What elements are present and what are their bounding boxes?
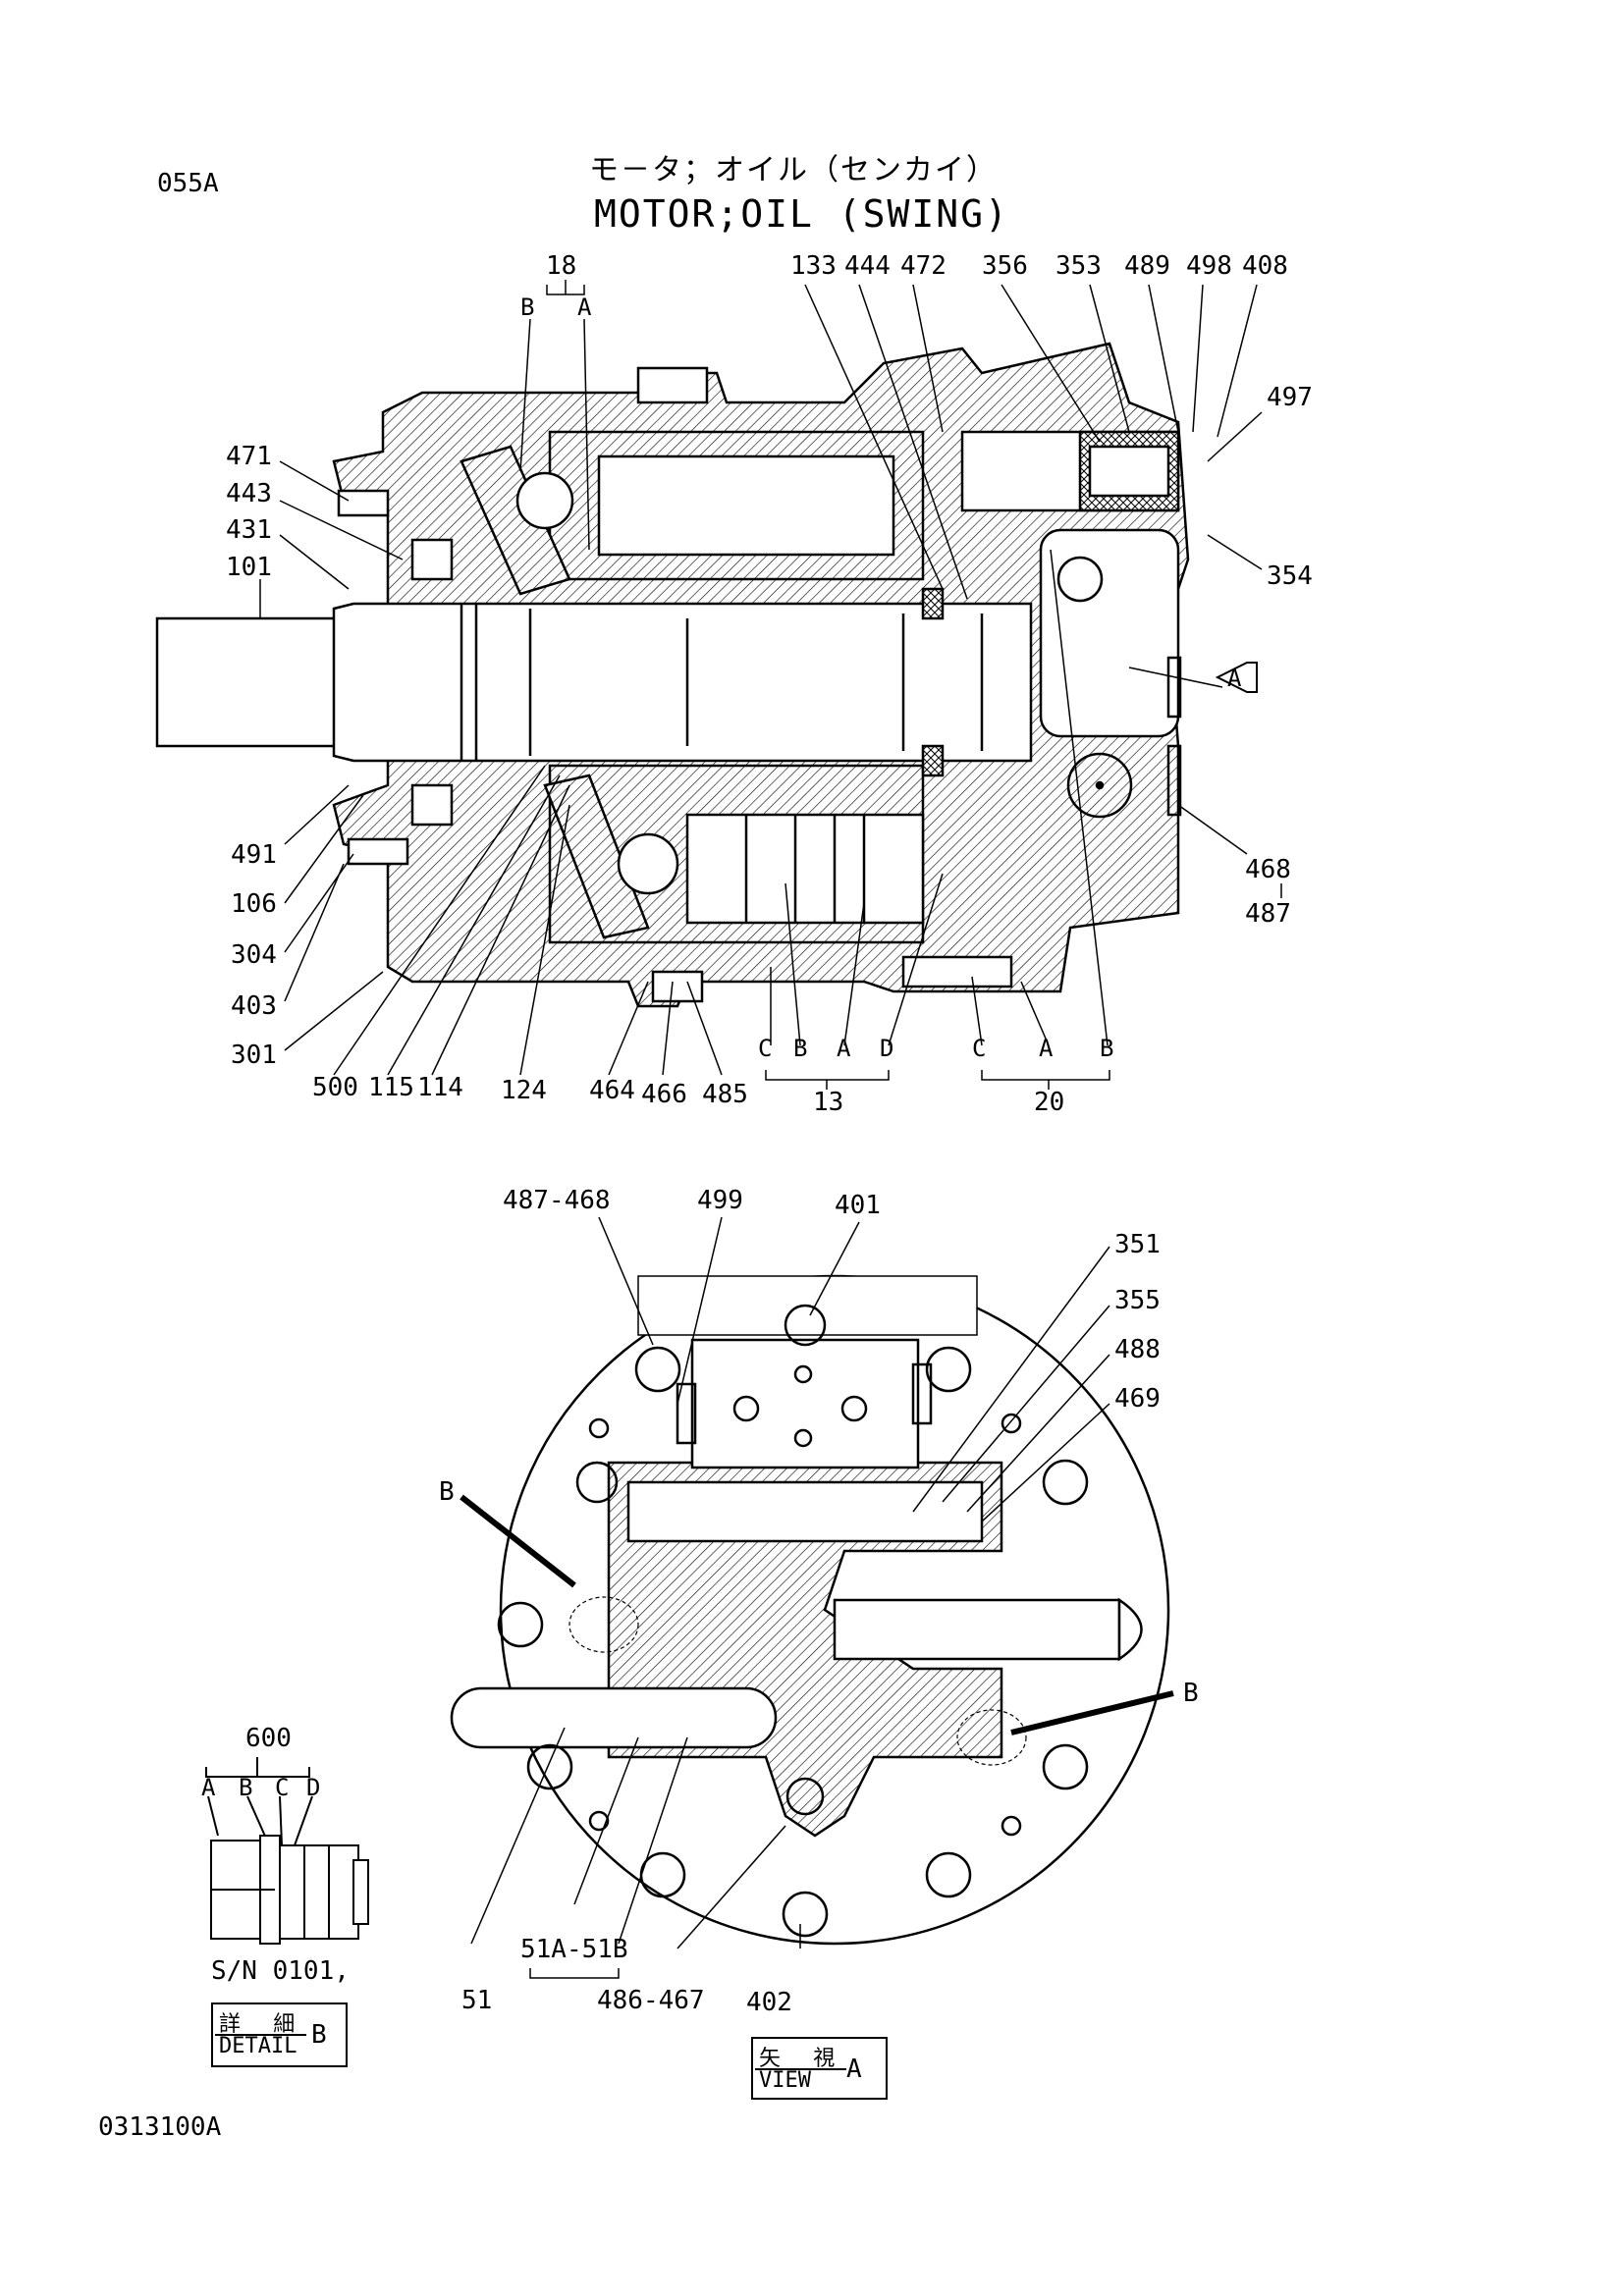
callout-468: 468	[1245, 855, 1291, 884]
detail-b-label-divider	[215, 2034, 306, 2036]
group-20-number: 20	[1034, 1088, 1065, 1117]
callout-469: 469	[1114, 1384, 1161, 1414]
view-a-label-divider	[755, 2068, 846, 2070]
view-a-label-jp: 矢 視	[759, 2047, 845, 2071]
bolt-lower-right	[901, 955, 1013, 988]
marker-b-right-arrow	[1010, 1690, 1174, 1735]
group-18-letter-a: A	[577, 294, 592, 321]
leader-lines-upper	[259, 280, 1282, 1090]
detail-letter-c: C	[275, 1774, 290, 1801]
detail-letter-d: D	[306, 1774, 321, 1801]
marker-b-left-arrow	[460, 1494, 576, 1588]
callout-600: 600	[245, 1724, 292, 1753]
callout-487-468: 487-468	[503, 1186, 611, 1215]
view-a-label-letter: A	[846, 2055, 862, 2084]
motor-section-view	[155, 342, 1190, 1008]
callout-355: 355	[1114, 1286, 1161, 1315]
callout-106: 106	[231, 889, 277, 919]
callout-464: 464	[589, 1076, 635, 1105]
detail-b-label-jp: 詳 細	[219, 2012, 305, 2037]
group-13-number: 13	[813, 1088, 844, 1117]
callout-471: 471	[226, 442, 272, 471]
callout-101: 101	[226, 553, 272, 582]
callout-301: 301	[231, 1041, 277, 1070]
output-shaft	[155, 616, 355, 748]
callout-402: 402	[746, 1988, 792, 2017]
callout-497: 497	[1267, 383, 1313, 412]
callout-354: 354	[1267, 561, 1313, 591]
serial-note: S/N 0101,	[211, 1956, 350, 1986]
top-block	[690, 1338, 920, 1469]
marker-b-left: B	[439, 1477, 455, 1507]
detail-b-drawing	[205, 1757, 369, 1945]
callout-486-467: 486-467	[597, 1986, 705, 2015]
group-13-letter-a: A	[837, 1035, 851, 1062]
detail-b-label-en: DETAIL	[219, 2034, 298, 2058]
detail-letter-a: A	[201, 1774, 216, 1801]
group-13-letter-b: B	[793, 1035, 808, 1062]
spool-lower	[450, 1686, 778, 1749]
callout-488: 488	[1114, 1335, 1161, 1364]
callout-401: 401	[835, 1191, 881, 1220]
callout-133: 133	[790, 251, 837, 281]
group-13-letter-c: C	[758, 1035, 773, 1062]
group-20-letter-c: C	[972, 1035, 987, 1062]
callout-351: 351	[1114, 1230, 1161, 1259]
view-a-label: 矢 視 VIEW A	[751, 2037, 888, 2100]
callout-498: 498	[1186, 251, 1232, 281]
swash-plate-upper	[460, 445, 571, 596]
callout-356: 356	[982, 251, 1028, 281]
mounting-bolts	[497, 1304, 1089, 1938]
detail-b-label-letter: B	[311, 2020, 327, 2050]
group-20-letter-a: A	[1039, 1035, 1054, 1062]
callout-444: 444	[844, 251, 891, 281]
callout-487: 487	[1245, 899, 1291, 929]
callout-499: 499	[697, 1186, 743, 1215]
group-20-letter-b: B	[1100, 1035, 1114, 1062]
callout-115: 115	[368, 1073, 414, 1102]
marker-b-right: B	[1183, 1679, 1199, 1708]
callout-431: 431	[226, 515, 272, 545]
callout-472: 472	[900, 251, 947, 281]
callout-466: 466	[641, 1080, 687, 1109]
group-18-letter-b: B	[520, 294, 535, 321]
spool-middle	[833, 1598, 1121, 1661]
detail-b-label: 詳 細 DETAIL B	[211, 2002, 348, 2067]
callout-18: 18	[546, 251, 577, 281]
bolt-lower-left	[347, 837, 409, 866]
spool-upper	[626, 1480, 984, 1543]
callout-114: 114	[417, 1073, 463, 1102]
title-japanese: モ－タ；オイル（センカイ）	[589, 153, 998, 187]
view-marker-letter: A	[1227, 665, 1242, 692]
callout-443: 443	[226, 479, 272, 508]
plug-top	[636, 366, 709, 404]
view-a-label-en: VIEW	[759, 2068, 811, 2093]
callout-304: 304	[231, 940, 277, 970]
bolt-upper-left	[337, 489, 390, 517]
swash-plate-lower	[543, 774, 650, 939]
callout-51a-51b: 51A-51B	[520, 1935, 628, 1964]
callout-403: 403	[231, 991, 277, 1021]
callout-51: 51	[461, 1986, 493, 2015]
view-a-drawing	[450, 1274, 1170, 1946]
drive-shaft	[332, 602, 1033, 763]
group-13-letter-d: D	[880, 1035, 894, 1062]
document-number: 0313100A	[98, 2112, 222, 2142]
callout-124: 124	[501, 1076, 547, 1105]
page-code: 055A	[157, 169, 219, 198]
view-arrow-marker	[1215, 662, 1258, 693]
callout-485: 485	[702, 1080, 748, 1109]
title-english: MOTOR;OIL (SWING)	[594, 192, 1009, 236]
callout-489: 489	[1124, 251, 1170, 281]
callout-500: 500	[312, 1073, 358, 1102]
callout-408: 408	[1242, 251, 1288, 281]
callout-491: 491	[231, 840, 277, 870]
plug-bottom	[651, 970, 704, 1003]
leader-lines-lower	[470, 1216, 1110, 1979]
valve-cover	[1039, 528, 1180, 738]
detail-letter-b: B	[239, 1774, 253, 1801]
callout-353: 353	[1055, 251, 1102, 281]
